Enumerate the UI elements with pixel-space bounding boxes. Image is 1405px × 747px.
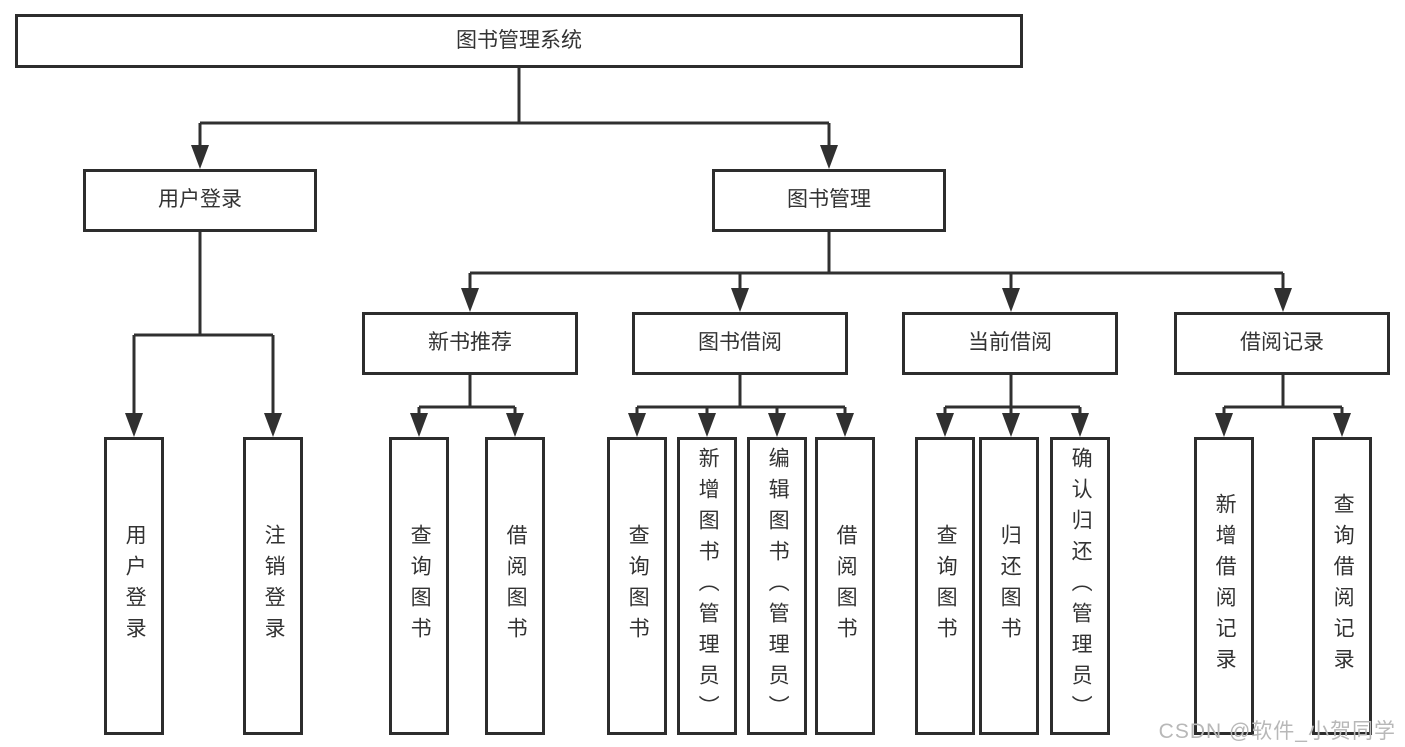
leaf-borrow-books-recommend: 借阅图书: [485, 437, 545, 735]
leaf-edit-book-admin: 编辑图书（管理员）: [747, 437, 807, 735]
leaf-query-books-recommend: 查询图书: [389, 437, 449, 735]
node-book-borrowing: 图书借阅: [632, 312, 848, 375]
leaf-return-books: 归还图书: [979, 437, 1039, 735]
leaf-borrow-books-borrowing: 借阅图书: [815, 437, 875, 735]
leaf-query-borrow-record: 查询借阅记录: [1312, 437, 1372, 735]
leaf-query-books-borrowing: 查询图书: [607, 437, 667, 735]
node-borrowing-records: 借阅记录: [1174, 312, 1390, 375]
leaf-add-borrow-record: 新增借阅记录: [1194, 437, 1254, 735]
leaf-confirm-return-admin: 确认归还（管理员）: [1050, 437, 1110, 735]
leaf-add-book-admin: 新增图书（管理员）: [677, 437, 737, 735]
node-new-book-recommendation: 新书推荐: [362, 312, 578, 375]
arrowhead-path: [125, 145, 1351, 437]
node-current-borrowing: 当前借阅: [902, 312, 1118, 375]
node-user-login: 用户登录: [83, 169, 317, 232]
leaf-logout-login: 注销登录: [243, 437, 303, 735]
leaf-user-login: 用户登录: [104, 437, 164, 735]
node-book-management: 图书管理: [712, 169, 946, 232]
leaf-query-books-current: 查询图书: [915, 437, 975, 735]
node-library-management-system: 图书管理系统: [15, 14, 1023, 68]
connector-line-path: [132, 68, 1344, 415]
watermark: CSDN @软件_小贺同学: [1158, 720, 1396, 743]
